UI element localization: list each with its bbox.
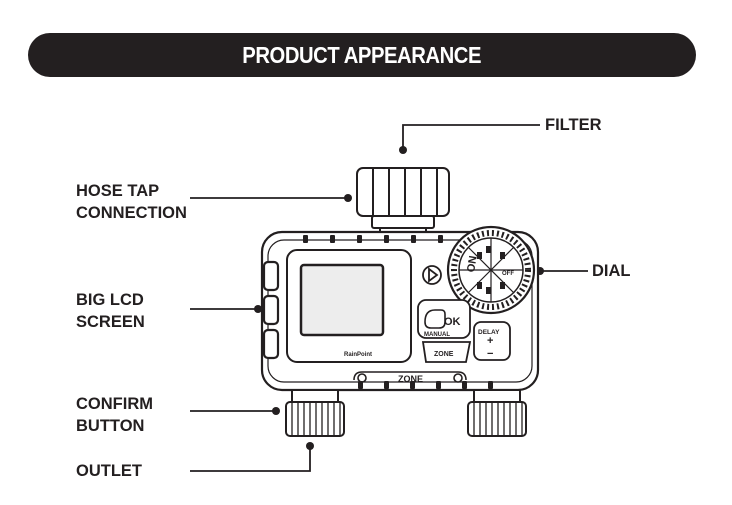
left-outlet [285, 389, 345, 437]
hose-tap-leader-dot [344, 194, 352, 202]
filter-label: FILTER [545, 116, 602, 134]
lcd-screen [286, 249, 412, 363]
delay-button-label: DELAY [478, 329, 500, 336]
hand-icon [424, 309, 446, 329]
dial-label: DIAL [592, 262, 631, 280]
dial-off-label: OFF [502, 271, 514, 277]
plus-button-label: + [487, 335, 493, 347]
top-studs [303, 235, 443, 243]
right-outlet [467, 389, 527, 437]
lcd-leader-dot [254, 305, 262, 313]
outlet-label: OUTLET [76, 462, 142, 480]
filter-leader [402, 124, 540, 150]
hose-tap-label: HOSE TAP CONNECTION [76, 182, 187, 222]
manual-button-label: MANUAL [424, 332, 450, 338]
filter-leader-dot [399, 146, 407, 154]
confirm-leader-dot [272, 407, 280, 415]
title-banner: PRODUCT APPEARANCE [28, 33, 696, 77]
dial [446, 225, 536, 315]
hose-tap-connector [356, 167, 450, 237]
ok-button-label: OK [444, 316, 461, 328]
play-icon [422, 265, 442, 285]
dial-on-label: ON [465, 255, 480, 273]
outlet-leader [190, 446, 311, 472]
minus-button-label: − [487, 348, 493, 360]
zone-button-label: ZONE [434, 351, 454, 358]
brand-label: RainPoint [344, 352, 372, 358]
bottom-studs [358, 381, 493, 389]
outlet-leader-dot [306, 442, 314, 450]
bottom-zone-label: ZONE [398, 374, 423, 384]
lcd-label: BIG LCD SCREEN [76, 291, 145, 331]
confirm-button-label: CONFIRM BUTTON [76, 395, 153, 435]
page-title: PRODUCT APPEARANCE [242, 41, 482, 68]
